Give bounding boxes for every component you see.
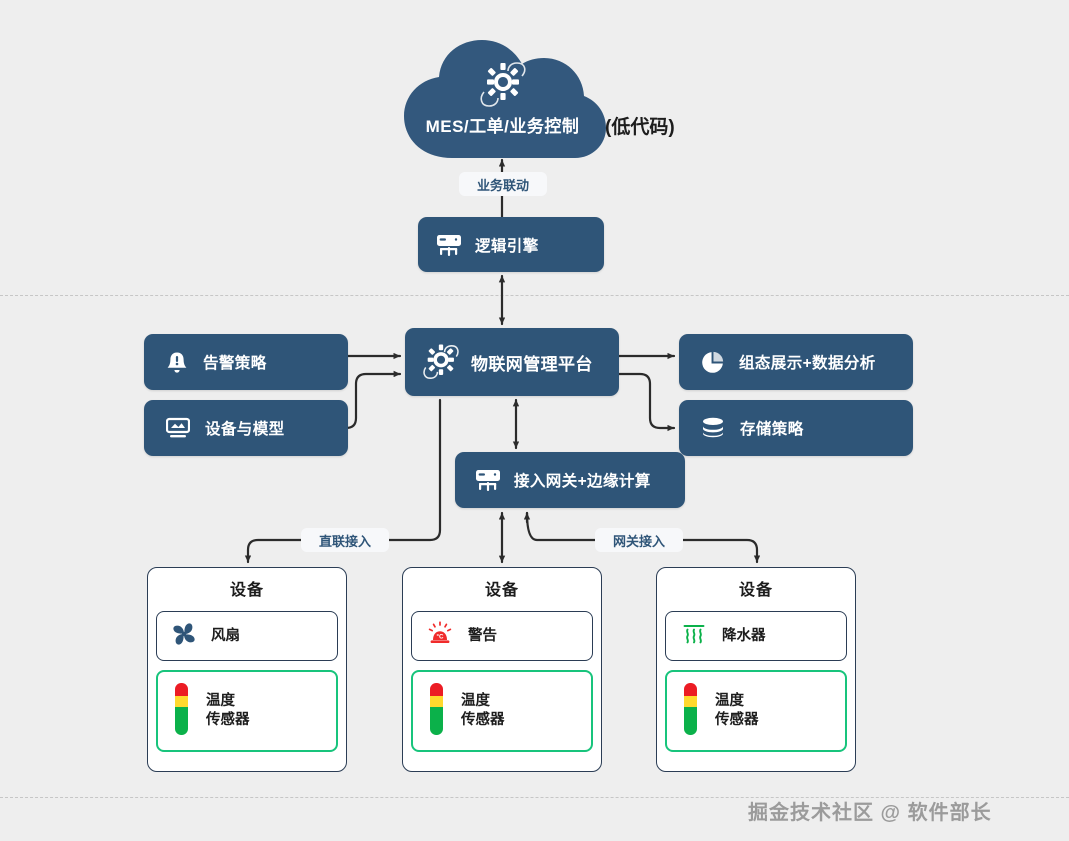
device-sensor-temperature[interactable]: 温度 传感器 [665,670,847,752]
wire-gateway-access-left [525,511,597,542]
pie-chart-icon [701,351,724,374]
node-iot-platform-label: 物联网管理平台 [471,354,593,374]
device-sensor-label-line2: 传感器 [715,712,759,728]
node-scada-analytics-label: 组态展示+数据分析 [739,355,876,372]
wire-direct-device1-drop [244,538,303,564]
device-component-label: 警告 [468,627,497,644]
cloud-label: MES/工单/业务控制 [425,117,580,136]
device-card-title: 设备 [484,582,519,599]
cloud-shape [400,38,610,163]
wire-model-platform [329,370,402,432]
device-card[interactable]: 设备 降水器 [656,567,856,772]
alarm-siren-icon: °C [426,620,454,652]
device-sensor-label-line1: 温度 [206,693,235,709]
node-logic-engine-label: 逻辑引擎 [475,237,539,255]
device-card[interactable]: 设备 °C 警告 [402,567,602,772]
device-component-sprinkler[interactable]: 降水器 [665,611,847,661]
node-access-gateway[interactable]: 接入网关+边缘计算 [455,452,685,508]
gateway-device-icon [436,233,462,257]
thermometer-icon [681,681,701,742]
section-divider-top [0,295,1069,296]
device-card[interactable]: 设备 风扇 [147,567,347,772]
wire-platform-direct-device1 [387,398,442,542]
sprinkler-icon [680,621,708,652]
gateway-device-icon [475,468,501,492]
bell-icon [166,351,188,374]
thermometer-icon [172,681,192,742]
device-card-title: 设备 [229,582,264,599]
device-component-label: 风扇 [211,627,240,644]
node-device-model[interactable]: 设备与模型 [144,400,348,456]
watermark: 掘金技术社区 @ 软件部长 [748,802,992,824]
device-sensor-label-line2: 传感器 [206,712,250,728]
wire-label-direct-access: 直联接入 [301,528,389,552]
device-sensor-temperature[interactable]: 温度 传感器 [156,670,338,752]
device-sensor-label-line1: 温度 [715,693,744,709]
node-device-model-label: 设备与模型 [205,421,285,438]
device-component-alarm[interactable]: °C 警告 [411,611,593,661]
device-sensor-label-line1: 温度 [461,693,490,709]
node-alarm-policy-label: 告警策略 [203,355,267,372]
node-storage-policy[interactable]: 存储策略 [679,400,913,456]
device-card-title: 设备 [738,582,773,599]
device-sensor-label: 温度 传感器 [461,692,505,730]
device-model-icon [166,417,190,439]
section-divider-bottom [0,797,1069,798]
device-sensor-label: 温度 传感器 [715,692,759,730]
node-alarm-policy[interactable]: 告警策略 [144,334,348,390]
wire-gateway-access-right [681,538,761,564]
node-iot-platform[interactable]: 物联网管理平台 [405,328,619,396]
node-logic-engine[interactable]: 逻辑引擎 [418,217,604,272]
wire-label-business-link: 业务联动 [459,172,547,196]
device-sensor-label-line2: 传感器 [461,712,505,728]
device-sensor-temperature[interactable]: 温度 传感器 [411,670,593,752]
node-access-gateway-label: 接入网关+边缘计算 [514,473,651,490]
iot-chip-icon [480,62,526,107]
fan-icon [171,621,197,652]
device-component-fan[interactable]: 风扇 [156,611,338,661]
node-scada-analytics[interactable]: 组态展示+数据分析 [679,334,913,390]
device-sensor-label: 温度 传感器 [206,692,250,730]
lowcode-badge: (低代码) [605,117,675,138]
wire-platform-storage [604,370,676,432]
device-component-label: 降水器 [722,627,766,644]
node-storage-policy-label: 存储策略 [740,421,804,438]
wire-label-gateway-access: 网关接入 [595,528,683,552]
database-icon [701,417,725,439]
svg-text:°C: °C [437,633,444,640]
thermometer-icon [427,681,447,742]
iot-chip-icon [423,344,459,380]
